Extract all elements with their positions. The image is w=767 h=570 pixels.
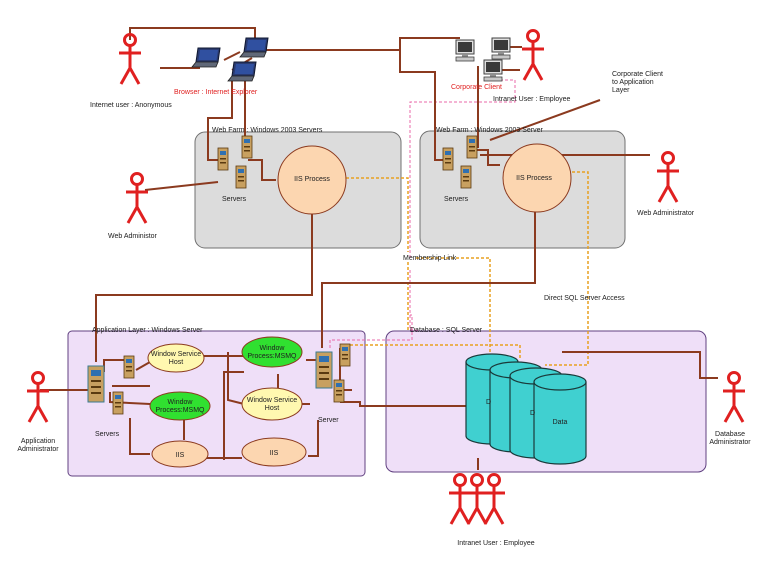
web-farm-right-title: Web Farm : Windows 2003 Server bbox=[436, 127, 544, 134]
servers-left-label: Servers bbox=[222, 196, 247, 203]
window-service-host-1 bbox=[147, 343, 205, 373]
window-process-msmq-2-label-2: Process:MSMQ bbox=[155, 407, 205, 414]
db-label-1: D bbox=[486, 399, 491, 406]
app-layer-title: Application Layer : Windows Server bbox=[92, 327, 203, 334]
db-admin-label-2: Administrator bbox=[709, 439, 751, 446]
desktop-computer-icon bbox=[455, 39, 475, 62]
actor-icon bbox=[25, 371, 51, 424]
corporate-client-label: Corporate Client bbox=[451, 84, 502, 91]
membership-link-lines bbox=[329, 79, 516, 348]
actor-icon bbox=[721, 371, 747, 424]
browser-label: Browser : Internet Explorer bbox=[174, 89, 258, 96]
db-data-label: Data bbox=[553, 419, 568, 426]
server-icon bbox=[333, 379, 345, 403]
connector-lines bbox=[40, 27, 718, 470]
app-admin-label-2: Administrator bbox=[17, 446, 59, 453]
actor-icon bbox=[447, 473, 473, 526]
actor-icon bbox=[520, 29, 546, 82]
window-process-msmq-1 bbox=[241, 336, 303, 368]
window-process-msmq-1-label-2: Process:MSMQ bbox=[247, 353, 297, 360]
server-icon bbox=[442, 147, 454, 171]
iis-left-label: IIS bbox=[176, 452, 185, 459]
web-administrator-label: Web Administrator bbox=[637, 210, 695, 217]
actor-icon bbox=[655, 151, 681, 204]
server-icon bbox=[87, 365, 105, 403]
iis-process-right bbox=[502, 143, 572, 213]
window-service-host-1-label-2: Host bbox=[169, 359, 183, 366]
server-icon bbox=[241, 135, 253, 159]
server-icon bbox=[112, 391, 124, 415]
web-farm-left-title: Web Farm : Windows 2003 Servers bbox=[212, 127, 323, 134]
laptop-icon bbox=[239, 37, 269, 58]
actor-icon bbox=[124, 172, 150, 225]
db-admin-label-1: Database bbox=[715, 431, 745, 438]
actor-icon bbox=[117, 33, 143, 86]
server-icon bbox=[315, 351, 333, 389]
window-service-host-2 bbox=[241, 387, 303, 421]
membership-link-label: Membership Link bbox=[403, 255, 457, 262]
laptop-icon bbox=[227, 61, 257, 82]
server-icon bbox=[217, 147, 229, 171]
corp-client-app-layer-label-3: Layer bbox=[612, 87, 630, 94]
intranet-user-top-label: Intranet User : Employee bbox=[493, 96, 571, 103]
window-service-host-2-label-2: Host bbox=[265, 405, 279, 412]
servers-right-label: Servers bbox=[444, 196, 469, 203]
window-process-msmq-1-label-1: Window bbox=[260, 345, 286, 352]
servers-app-left-label: Servers bbox=[95, 431, 120, 438]
iis-process-left bbox=[277, 145, 347, 215]
database-layer-title: Database : SQL Server bbox=[410, 327, 483, 334]
intranet-user-bottom-label: Intranet User : Employee bbox=[457, 540, 535, 547]
server-icon bbox=[460, 165, 472, 189]
iis-left bbox=[151, 440, 209, 468]
web-administor-label: Web Administor bbox=[108, 233, 158, 240]
window-service-host-1-label-1: Window Service bbox=[151, 351, 201, 358]
desktop-computer-icon bbox=[483, 59, 503, 82]
iis-right-label: IIS bbox=[270, 450, 279, 457]
iis-process-right-label: IIS Process bbox=[516, 175, 552, 182]
desktop-computer-icon bbox=[491, 37, 511, 60]
iis-right bbox=[241, 437, 307, 467]
server-icon bbox=[123, 355, 135, 379]
window-process-msmq-2 bbox=[149, 391, 211, 421]
db-label-2: D bbox=[530, 410, 535, 417]
actor-icon bbox=[464, 473, 490, 526]
server-app-right-label: Server bbox=[318, 417, 339, 424]
server-icon bbox=[235, 165, 247, 189]
direct-sql-label: Direct SQL Server Access bbox=[544, 295, 625, 302]
internet-user-label: Internet user : Anonymous bbox=[90, 102, 172, 109]
window-process-msmq-2-label-1: Window bbox=[168, 399, 194, 406]
iis-process-left-label: IIS Process bbox=[294, 176, 330, 183]
corp-client-app-layer-label-1: Corporate Client bbox=[612, 71, 663, 78]
corp-client-app-layer-label-2: to Application bbox=[612, 79, 654, 86]
window-service-host-2-label-1: Window Service bbox=[247, 397, 297, 404]
app-admin-label-1: Application bbox=[21, 438, 55, 445]
laptop-icon bbox=[191, 47, 221, 68]
actor-icon bbox=[481, 473, 507, 526]
server-icon bbox=[466, 135, 478, 159]
server-icon bbox=[339, 343, 351, 367]
